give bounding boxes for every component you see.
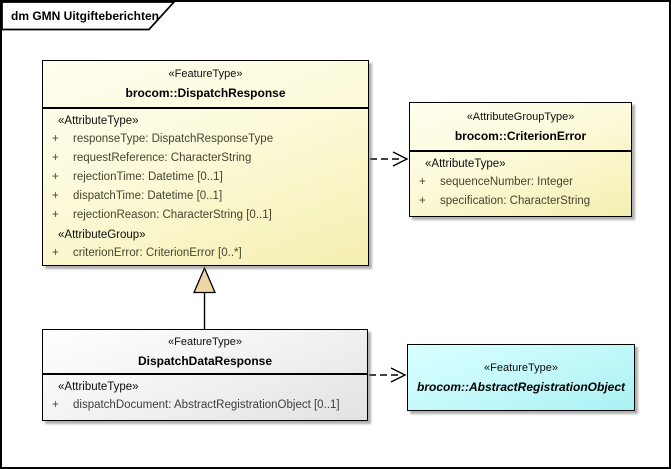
attributes-compartment: «AttributeType» + responseType: Dispatch… [43,109,368,263]
attribute-text: specification: CharacterString [440,195,591,207]
dependency-arrowhead-icon [392,151,409,167]
visibility-marker: + [52,399,59,411]
frame-tab-shape [2,2,176,31]
diagram-title: dm GMN Uitgifteberichten [11,9,160,23]
visibility-marker: + [52,247,59,259]
class-name: DispatchDataResponse [137,354,273,368]
class-name: brocom::AbstractRegistrationObject [416,379,626,394]
section-heading: «AttributeType» [58,115,139,127]
generalization-arrow-icon [193,266,216,294]
attribute-row: + sequenceNumber: Integer [418,173,628,192]
class-header: «FeatureType» brocom::DispatchResponse [43,61,368,109]
attribute-row: + criterionError: CriterionError [0..*] [51,244,365,263]
visibility-marker: + [52,171,59,183]
attribute-text: sequenceNumber: Integer [440,176,573,188]
stereotype-label: «FeatureType» [168,68,243,80]
attribute-text: criterionError: CriterionError [0..*] [73,247,242,259]
section-heading: «AttributeType» [425,158,506,170]
class-name: brocom::DispatchResponse [125,86,286,100]
class-header: «AttributeGroupType» brocom::CriterionEr… [410,103,631,152]
attribute-text: dispatchDocument: AbstractRegistrationOb… [73,399,340,411]
attribute-row: + dispatchDocument: AbstractRegistration… [51,396,364,415]
attribute-row: + requestReference: CharacterString [51,149,365,168]
class-box-dispatch-response[interactable]: «FeatureType» brocom::DispatchResponse «… [42,60,369,266]
stereotype-label: «FeatureType» [168,336,242,348]
section-heading: «AttributeType» [58,381,139,393]
attribute-text: requestReference: CharacterString [73,152,252,164]
section-heading: «AttributeGroup» [58,229,146,241]
attribute-row: + specification: CharacterString [418,192,628,211]
class-box-criterion-error[interactable]: «AttributeGroupType» brocom::CriterionEr… [409,102,632,217]
attribute-text: rejectionReason: CharacterString [0..1] [73,209,272,221]
visibility-marker: + [52,209,59,221]
class-name: brocom::CriterionError [454,129,587,143]
attributes-compartment: «AttributeType» + sequenceNumber: Intege… [410,152,631,211]
stereotype-label: «FeatureType» [484,361,558,374]
visibility-marker: + [419,195,426,207]
attribute-row: + rejectionReason: CharacterString [0..1… [51,206,365,225]
attribute-row: + rejectionTime: Datetime [0..1] [51,168,365,187]
attribute-row: + responseType: DispatchResponseType [51,130,365,149]
attributes-compartment: «AttributeType» + dispatchDocument: Abst… [43,375,367,415]
visibility-marker: + [419,176,426,188]
visibility-marker: + [52,133,59,145]
attribute-text: rejectionTime: Datetime [0..1] [73,171,223,183]
attribute-text: dispatchTime: Datetime [0..1] [73,190,223,202]
attribute-text: responseType: DispatchResponseType [73,133,274,145]
class-box-dispatch-data-response[interactable]: «FeatureType» DispatchDataResponse «Attr… [42,329,368,421]
dependency-arrowhead-icon [390,367,407,383]
class-header: «FeatureType» DispatchDataResponse [43,330,367,375]
visibility-marker: + [52,190,59,202]
class-box-abstract-registration-object[interactable]: «FeatureType» brocom::AbstractRegistrati… [407,344,635,411]
stereotype-label: «AttributeGroupType» [466,111,575,123]
visibility-marker: + [52,152,59,164]
attribute-row: + dispatchTime: Datetime [0..1] [51,187,365,206]
